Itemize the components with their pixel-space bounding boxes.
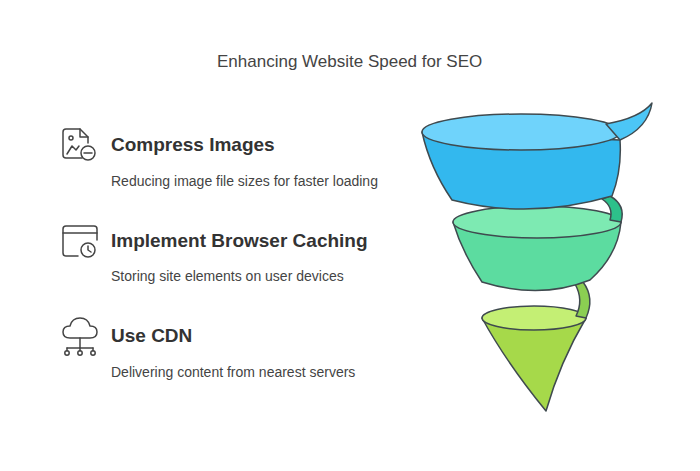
item-heading: Use CDN [111, 325, 192, 347]
item-description: Reducing image file sizes for faster loa… [111, 173, 378, 189]
item-heading: Compress Images [111, 134, 275, 156]
cloud-network-icon [63, 318, 97, 355]
item-description: Storing site elements on user devices [111, 268, 344, 284]
browser-icon [63, 226, 97, 257]
funnel-spiral [422, 103, 652, 411]
diagram-title: Enhancing Website Speed for SEO [217, 52, 482, 72]
image-icon [63, 129, 95, 160]
item-description: Delivering content from nearest servers [111, 364, 355, 380]
item-heading: Implement Browser Caching [111, 230, 368, 252]
